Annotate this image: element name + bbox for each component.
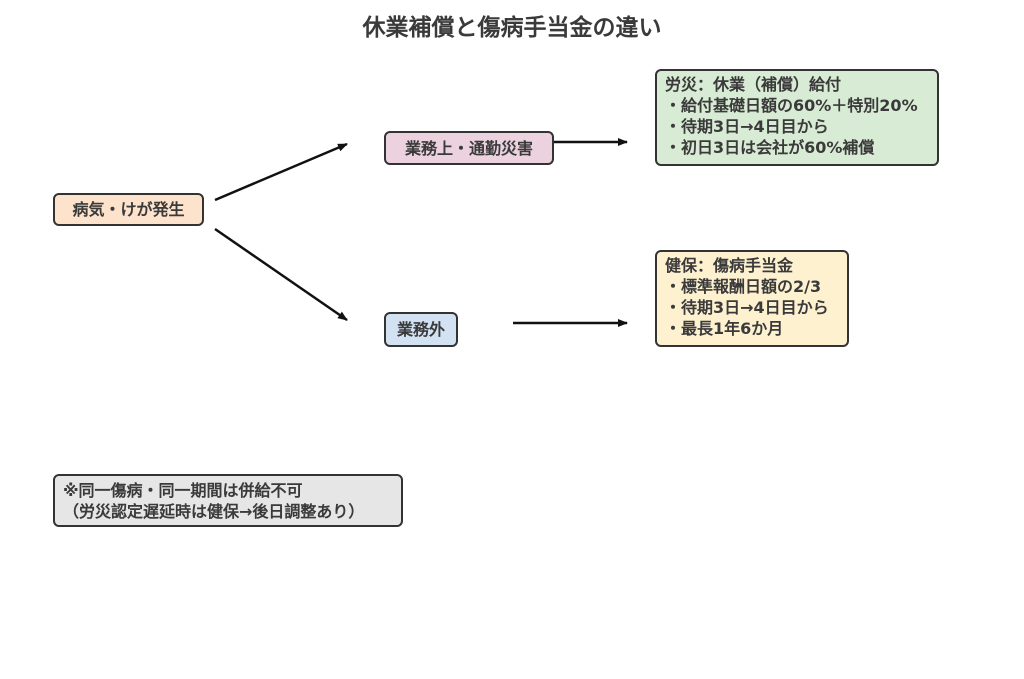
- arrow-start-to-work: [214, 142, 348, 202]
- kenpo-item: ・待期3日→4日目から: [665, 298, 829, 317]
- kenpo-item: ・最長1年6か月: [665, 319, 784, 338]
- work-related-node: 業務上・通勤災害: [384, 131, 554, 165]
- note-line: ※同一傷病・同一期間は併給不可: [63, 481, 303, 500]
- page-title: 休業補償と傷病手当金の違い: [362, 15, 662, 41]
- rosai-box: 労災：休業（補償）給付 ・給付基礎日額の60%＋特別20% ・待期3日→4日目か…: [655, 69, 939, 166]
- arrow-start-to-nonwork: [214, 227, 348, 322]
- kenpo-heading: 健保：傷病手当金: [665, 256, 794, 275]
- kenpo-item: ・標準報酬日額の2/3: [665, 277, 822, 296]
- non-work-label: 業務外: [396, 320, 445, 339]
- non-work-node: 業務外: [384, 312, 458, 347]
- work-related-label: 業務上・通勤災害: [404, 138, 533, 158]
- rosai-heading: 労災：休業（補償）給付: [665, 75, 842, 94]
- rosai-item: ・待期3日→4日目から: [665, 117, 829, 136]
- note-box: ※同一傷病・同一期間は併給不可 （労災認定遅延時は健保→後日調整あり）: [53, 474, 403, 527]
- note-line: （労災認定遅延時は健保→後日調整あり）: [63, 502, 365, 521]
- start-node: 病気・けが発生: [53, 193, 204, 226]
- kenpo-box: 健保：傷病手当金 ・標準報酬日額の2/3 ・待期3日→4日目から ・最長1年6か…: [655, 250, 849, 347]
- rosai-item: ・初日3日は会社が60%補償: [665, 138, 875, 157]
- start-node-label: 病気・けが発生: [72, 200, 185, 219]
- rosai-item: ・給付基礎日額の60%＋特別20%: [665, 96, 918, 115]
